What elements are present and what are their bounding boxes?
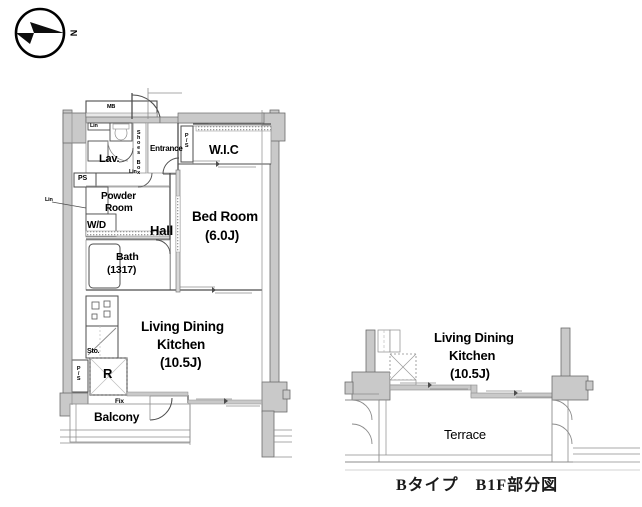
label-powder-room-line1: Powder xyxy=(101,191,136,202)
label-b1-ldk-line1: Living Dining xyxy=(434,330,514,345)
label-b1-ldk-line2: Kitchen xyxy=(449,348,496,363)
label-lin-left: Lin xyxy=(45,197,53,203)
label-bedroom-line2: (6.0J) xyxy=(205,228,240,243)
label-mb: MB xyxy=(107,104,116,110)
label-sto: Sto. xyxy=(87,348,100,355)
label-wic: W.I.C xyxy=(209,143,239,157)
label-entrance: Entrance xyxy=(150,144,183,153)
label-bath-line1: Bath xyxy=(116,251,139,263)
label-balcony: Balcony xyxy=(94,410,140,424)
label-ps-left: PS xyxy=(78,175,87,182)
compass-rose xyxy=(14,7,66,59)
label-lin-top: Lin xyxy=(90,123,98,129)
label-bath-line2: (1317) xyxy=(107,264,137,276)
label-hall: Hall xyxy=(150,223,174,238)
label-powder-room-line2: Room xyxy=(105,203,133,214)
compass-north-label: N xyxy=(68,29,79,37)
label-refrigerator: R xyxy=(103,366,113,381)
main-unit-plan xyxy=(51,88,292,458)
label-b1-ldk-line3: (10.5J) xyxy=(450,366,490,381)
label-ldk-line3: (10.5J) xyxy=(160,355,202,370)
label-ldk-line2: Kitchen xyxy=(157,337,206,352)
label-wd: W/D xyxy=(87,220,106,231)
b1f-partial-plan xyxy=(344,327,640,471)
label-lin-mid: Lin xyxy=(129,169,137,175)
label-b1-terrace: Terrace xyxy=(444,427,486,442)
label-lav: Lav. xyxy=(99,153,120,165)
label-bedroom-line1: Bed Room xyxy=(192,209,258,224)
label-ps-kitchen: P/S xyxy=(75,366,82,381)
b1f-plan-caption: Bタイプ B1F部分図 xyxy=(396,477,559,494)
label-fix: Fix xyxy=(115,398,124,405)
label-shoes-box: Shoes Box xyxy=(135,130,142,175)
label-ldk-line1: Living Dining xyxy=(141,319,224,334)
label-ps-entrance: P/S xyxy=(183,133,190,148)
